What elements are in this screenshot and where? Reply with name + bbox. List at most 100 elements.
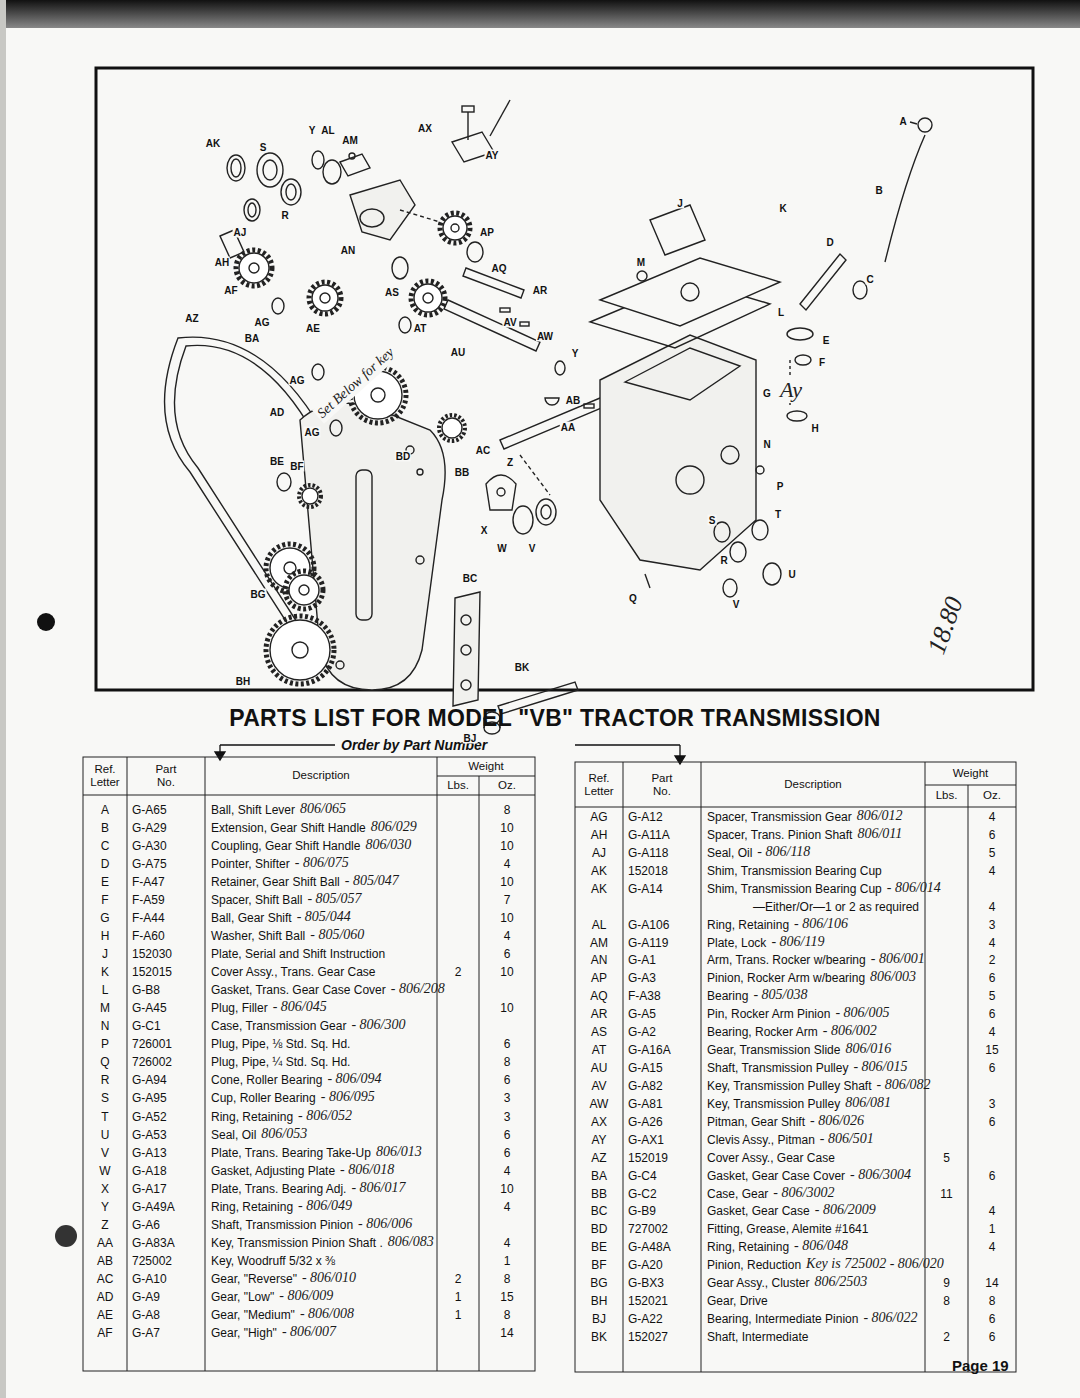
column-header: Description	[701, 778, 925, 791]
order-bracket	[215, 752, 225, 760]
handwritten-number: - 806/208	[391, 981, 445, 997]
gearbox-parts	[411, 281, 445, 315]
handwritten-number: 806/016	[845, 1041, 891, 1057]
ref-letter: N	[83, 1018, 127, 1034]
part-description: Pin, Rocker Arm Pinion	[707, 1006, 830, 1022]
weight-oz: 6	[479, 1036, 535, 1052]
handwritten-number: - 806/095	[321, 1089, 375, 1105]
callout-letter: AC	[475, 445, 491, 456]
ref-letter: AY	[575, 1132, 623, 1148]
weight-oz: 15	[479, 1289, 535, 1305]
ref-letter: W	[83, 1163, 127, 1179]
page-title: PARTS LIST FOR MODEL "VB" TRACTOR TRANSM…	[150, 704, 960, 732]
ref-letter: AB	[83, 1253, 127, 1269]
callout-letter: C	[865, 274, 874, 285]
part-number: F-A47	[132, 874, 165, 890]
part-description: Shaft, Intermediate	[707, 1329, 808, 1345]
weight-oz: 3	[968, 917, 1016, 933]
handwritten-number: 806/083	[388, 1234, 434, 1250]
gearbox-parts	[462, 106, 474, 112]
weight-oz: 4	[479, 1235, 535, 1251]
gearbox-parts	[416, 556, 424, 564]
weight-oz: 15	[968, 1042, 1016, 1058]
weight-oz: 8	[479, 1271, 535, 1287]
weight-oz: 3	[968, 1096, 1016, 1112]
gearbox-parts	[340, 154, 370, 176]
handwritten-number: 806/081	[845, 1095, 891, 1111]
gearbox-parts	[309, 282, 341, 314]
ref-letter: AN	[575, 952, 623, 968]
gearbox-parts	[236, 250, 272, 286]
callout-letter: BF	[289, 461, 304, 472]
gearbox-parts	[277, 473, 291, 491]
ref-letter: Q	[83, 1054, 127, 1070]
part-description: Gasket, Gear Case	[707, 1203, 810, 1219]
callout-letter: K	[778, 203, 787, 214]
part-number: F-A38	[628, 988, 661, 1004]
handwritten-number: 806/003	[870, 969, 916, 985]
weight-lbs: 9	[925, 1275, 968, 1291]
callout-letter: T	[774, 509, 782, 520]
handwritten-number: - 806/045	[273, 999, 327, 1015]
weight-oz: 6	[968, 1006, 1016, 1022]
gearbox-parts	[174, 345, 339, 638]
weight-oz: 4	[479, 1199, 535, 1215]
gearbox-parts	[323, 160, 341, 184]
column-header: Ref. Letter	[83, 763, 127, 789]
ref-letter: Y	[83, 1199, 127, 1215]
handwritten-number: - 806/094	[327, 1071, 381, 1087]
weight-oz: 10	[479, 1000, 535, 1016]
part-description: —Either/Or—1 or 2 as required	[707, 899, 919, 915]
gearbox-parts	[440, 213, 470, 243]
part-number: G-A18	[132, 1163, 167, 1179]
gearbox-parts	[312, 285, 338, 311]
callout-letter: H	[810, 423, 819, 434]
frame	[96, 68, 1033, 690]
callout-letter: J	[676, 198, 684, 209]
table-rules	[83, 795, 535, 796]
callout-letter: BE	[269, 456, 285, 467]
scan-edge	[37, 613, 55, 631]
gearbox-parts	[442, 418, 462, 438]
gearbox-parts	[266, 616, 334, 684]
gearbox-parts	[350, 180, 415, 240]
ref-letter: AQ	[575, 988, 623, 1004]
callout-letter: R	[280, 210, 289, 221]
part-number: G-A2	[628, 1024, 656, 1040]
part-description: Plate, Lock	[707, 935, 766, 951]
callout-letter: W	[496, 543, 507, 554]
part-number: G-A5	[628, 1006, 656, 1022]
handwritten-number: - 806/015	[853, 1059, 907, 1075]
ref-letter: G	[83, 910, 127, 926]
gearbox-parts	[227, 155, 245, 181]
part-number: G-A7	[132, 1325, 160, 1341]
part-number: 152019	[628, 1150, 668, 1166]
shift-housing	[645, 574, 650, 588]
part-number: 152021	[628, 1293, 668, 1309]
shift-housing	[721, 446, 739, 464]
weight-oz: 4	[479, 1163, 535, 1179]
handwritten-number: - 805/060	[310, 927, 364, 943]
weight-oz: 4	[479, 856, 535, 872]
handwritten-number: 806/065	[300, 801, 346, 817]
gearbox-parts	[248, 203, 256, 217]
handwritten-number: - 805/044	[297, 909, 351, 925]
weight-oz: 6	[968, 1060, 1016, 1076]
gearbox-parts	[356, 470, 372, 620]
part-description: Seal, Oil	[707, 845, 752, 861]
weight-oz: 6	[479, 946, 535, 962]
weight-oz: 14	[479, 1325, 535, 1341]
gearbox-parts	[285, 571, 323, 609]
column-header: Ref. Letter	[575, 772, 623, 798]
part-number: G-A1	[628, 952, 656, 968]
table-rules	[575, 807, 1016, 808]
callout-letter: BK	[514, 662, 530, 673]
weight-lbs: 5	[925, 1150, 968, 1166]
part-number: 725002	[132, 1253, 172, 1269]
ref-letter: AM	[575, 935, 623, 951]
part-description: Key, Transmission Pulley	[707, 1096, 840, 1112]
column-header: Description	[205, 769, 437, 782]
handwritten-number: - 806/300	[351, 1017, 405, 1033]
part-number: 152030	[132, 946, 172, 962]
ref-letter: BA	[575, 1168, 623, 1184]
